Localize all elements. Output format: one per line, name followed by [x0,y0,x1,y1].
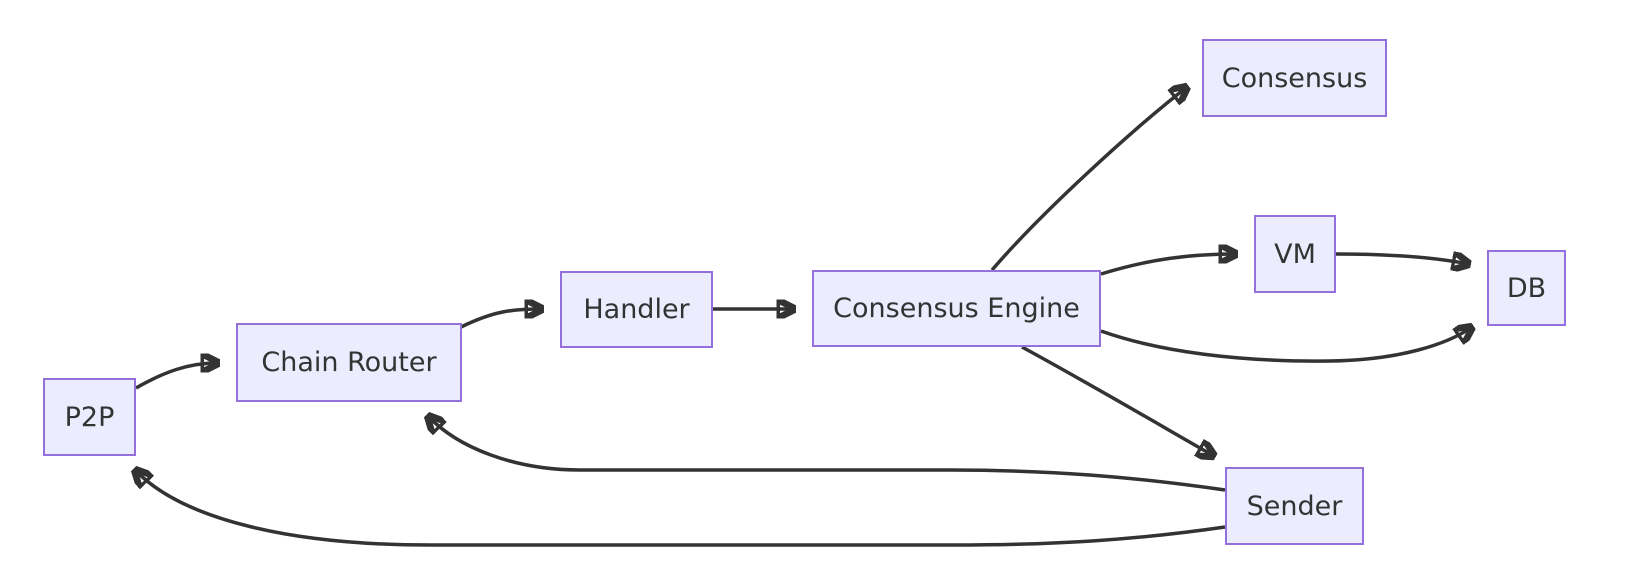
node-db-label: DB [1506,272,1547,304]
edge-consensus-engine-to-vm [1100,254,1236,276]
node-handler: Handler [560,271,713,348]
node-consensus-label: Consensus [1221,62,1368,94]
node-handler-label: Handler [583,294,690,325]
node-p2p-label: P2P [64,401,115,433]
node-sender: Sender [1225,467,1364,545]
node-vm-label: VM [1274,238,1316,270]
node-consensus: Consensus [1202,39,1387,117]
node-consensus-engine: Consensus Engine [812,270,1101,347]
edge-vm-to-db [1335,254,1469,264]
edge-consensus-engine-to-db [1100,327,1472,363]
node-db: DB [1487,250,1566,326]
node-vm: VM [1254,215,1336,293]
node-sender-label: Sender [1246,490,1343,522]
edge-chain-router-to-handler [460,309,542,329]
node-p2p: P2P [43,378,136,456]
edge-p2p-to-chain-router [135,363,218,390]
edge-consensus-engine-to-consensus [990,87,1187,272]
node-chain-router-label: Chain Router [261,347,437,378]
node-consensus-engine-label: Consensus Engine [833,293,1080,324]
node-chain-router: Chain Router [236,323,462,402]
edge-sender-to-chain-router [428,416,1226,492]
edge-consensus-engine-to-sender [1021,345,1214,456]
edge-sender-to-p2p [135,470,1226,547]
